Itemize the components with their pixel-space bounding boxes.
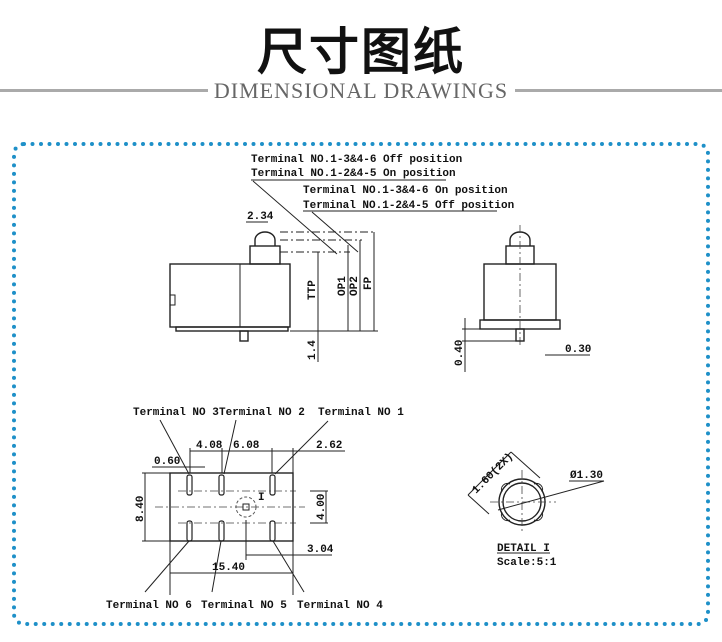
note-3: Terminal NO.1-3&4-6 On position — [303, 185, 508, 197]
dim-2-34: 2.34 — [247, 211, 274, 223]
rule-right — [515, 89, 722, 92]
dim-4-08: 4.08 — [196, 440, 223, 452]
side-view: Terminal NO.1-3&4-6 Off position Termina… — [169, 154, 514, 362]
dim-0-30: 0.30 — [565, 344, 591, 356]
dim-4-00: 4.00 — [316, 494, 328, 520]
dim-0-40: 0.40 — [454, 340, 466, 366]
bottom-view: Terminal NO 3 Terminal NO 2 Terminal NO … — [106, 407, 404, 612]
dim-15-40: 15.40 — [212, 562, 245, 574]
dim-0-60: 0.60 — [154, 456, 180, 468]
dim-ttp: TTP — [307, 280, 319, 300]
subtitle-row: DIMENSIONAL DRAWINGS — [0, 78, 722, 104]
dim-fp: FP — [363, 276, 375, 290]
dim-dia-1-30: Ø1.30 — [570, 470, 603, 482]
terminal-6-label: Terminal NO 6 — [106, 600, 192, 612]
dim-1-60: 1.60(2X) — [470, 451, 516, 497]
dim-1-4: 1.4 — [307, 340, 319, 360]
note-4: Terminal NO.1-2&4-5 Off position — [303, 200, 514, 212]
rule-left — [0, 89, 228, 92]
terminal-2-label: Terminal NO 2 — [219, 407, 305, 419]
detail-scale: Scale:5:1 — [497, 557, 557, 569]
dim-8-40: 8.40 — [135, 496, 147, 522]
dim-2-62: 2.62 — [316, 440, 342, 452]
dotted-border — [12, 142, 710, 626]
note-1: Terminal NO.1-3&4-6 Off position — [251, 154, 462, 166]
terminal-1-label: Terminal NO 1 — [318, 407, 404, 419]
dim-op1: OP1 — [337, 276, 349, 296]
page-subtitle: DIMENSIONAL DRAWINGS — [207, 78, 515, 103]
dim-op2: OP2 — [349, 276, 361, 296]
detail-marker: I — [258, 492, 265, 504]
page-title: 尺寸图纸 — [257, 23, 465, 81]
dim-6-08: 6.08 — [233, 440, 260, 452]
detail-view: Ø1.30 1.60(2X) DETAIL I Scale:5:1 — [467, 451, 605, 569]
detail-title: DETAIL I — [497, 543, 550, 555]
terminal-3-label: Terminal NO 3 — [133, 407, 219, 419]
terminal-5-label: Terminal NO 5 — [201, 600, 287, 612]
front-view: 0.40 0.30 — [454, 225, 591, 372]
dim-3-04: 3.04 — [307, 544, 334, 556]
note-2: Terminal NO.1-2&4-5 On position — [251, 168, 456, 180]
terminal-4-label: Terminal NO 4 — [297, 600, 383, 612]
